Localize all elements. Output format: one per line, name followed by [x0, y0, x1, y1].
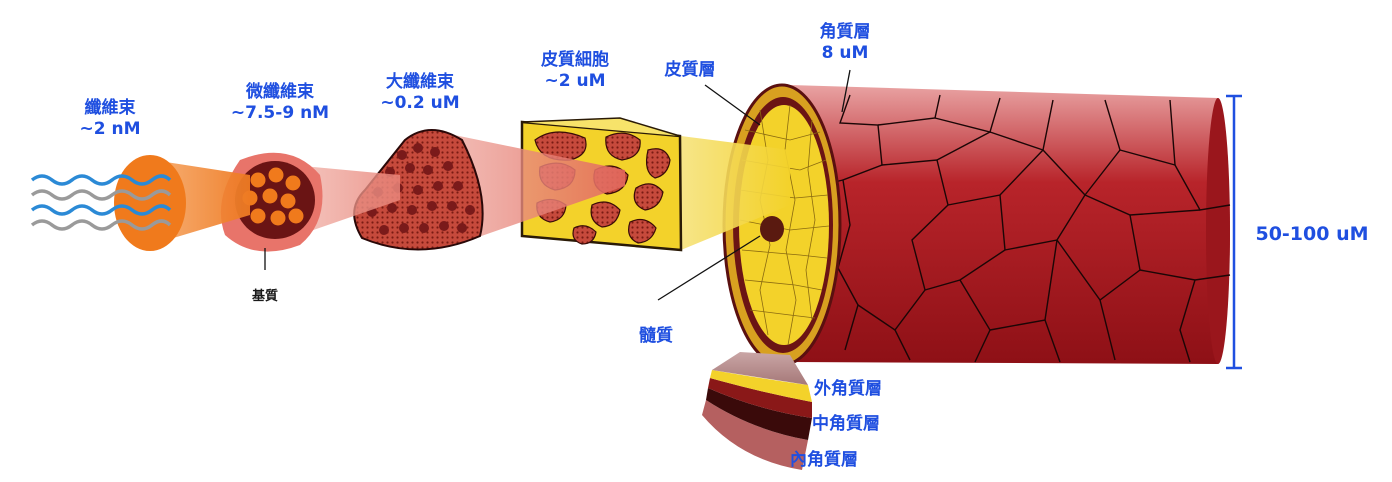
cortical-cell-size: ~2 uM: [544, 71, 606, 91]
fibril-name: 纖維束: [84, 98, 136, 118]
hair-shaft: [722, 83, 1231, 367]
cortical-cell-label: 皮質細胞 ~2 uM: [520, 50, 630, 92]
zoom-beam-cortex: [681, 136, 790, 250]
cuticle-layers-wedge: [702, 352, 812, 470]
medulla-core: [760, 216, 784, 242]
cuticle-scales: [799, 94, 1231, 363]
microfibril-label: 微纖維束 ~7.5-9 nM: [220, 82, 340, 124]
microfibril-size: ~7.5-9 nM: [230, 103, 330, 123]
cuticle-label: 角質層 8 uM: [800, 22, 890, 64]
epicuticle-label: 外角質層: [814, 379, 882, 399]
cortex-label: 皮質層: [664, 60, 716, 80]
matrix-label: 基質: [251, 289, 278, 304]
exocuticle-label: 中角質層: [812, 414, 880, 434]
macrofibril-name: 大纖維束: [386, 72, 454, 92]
diameter-bar: [1226, 94, 1242, 370]
cortical-cell-name: 皮質細胞: [541, 50, 609, 70]
protofibril: [30, 155, 186, 251]
diameter-label: 50-100 uM: [1255, 223, 1369, 245]
endocuticle-label: 內角質層: [790, 450, 858, 470]
macrofibril-size: ~0.2 uM: [380, 93, 460, 113]
microfibril-name: 微纖維束: [246, 82, 314, 102]
fibril-label: 纖維束 ~2 nM: [60, 98, 160, 140]
macrofibril: [353, 129, 484, 251]
macrofibril-label: 大纖維束 ~0.2 uM: [365, 72, 475, 114]
leader-lines: [264, 69, 851, 301]
cuticle-name: 角質層: [819, 22, 871, 42]
cuticle-size: 8 uM: [821, 43, 869, 63]
fibril-size: ~2 nM: [79, 119, 141, 139]
medulla-label: 髓質: [639, 326, 673, 346]
